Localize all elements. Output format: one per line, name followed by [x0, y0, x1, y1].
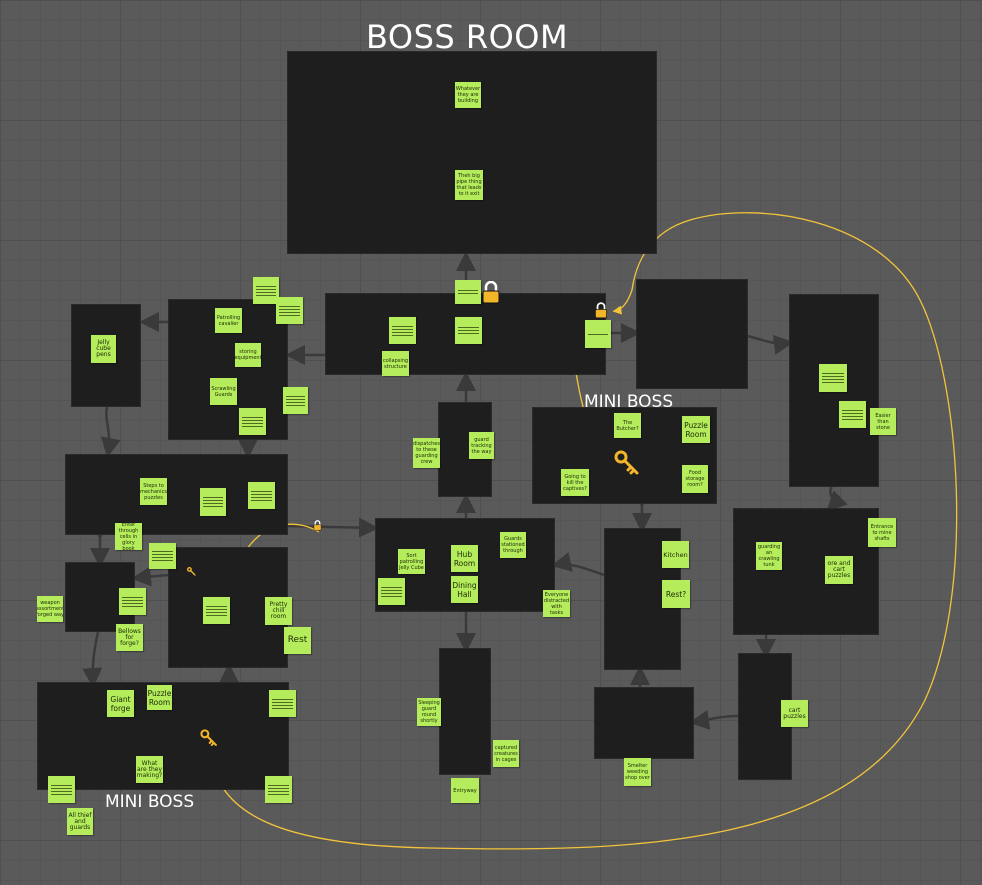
key-icon: [187, 567, 196, 576]
lock-icon: [595, 302, 607, 319]
room-mine-entrance: [734, 509, 878, 634]
sticky-note[interactable]: Puzzle Room: [682, 416, 710, 443]
mini-boss-right-title: MINI BOSS: [584, 392, 674, 412]
lock-icon: [313, 520, 322, 531]
sticky-note[interactable]: collapsing structure: [382, 351, 409, 376]
lined-sticky-note[interactable]: [378, 578, 405, 605]
lined-sticky-note[interactable]: [269, 690, 296, 717]
sticky-note[interactable]: Food storage room?: [682, 465, 708, 493]
sticky-note[interactable]: Hub Room: [451, 545, 478, 572]
lined-sticky-note[interactable]: [203, 597, 230, 624]
lined-sticky-note[interactable]: [239, 408, 266, 435]
sticky-note[interactable]: captured creatures in cages: [493, 740, 519, 767]
lined-sticky-note[interactable]: [200, 488, 226, 516]
lined-sticky-note[interactable]: [248, 482, 275, 509]
sticky-note[interactable]: Whatever they are building: [455, 82, 481, 108]
sticky-note[interactable]: Pretty chill room: [265, 597, 292, 625]
sticky-note[interactable]: Rest: [284, 627, 311, 654]
sticky-note[interactable]: All thief and guards: [67, 808, 93, 835]
lined-sticky-note[interactable]: [119, 588, 146, 615]
sticky-note[interactable]: Sort patrolling Jelly Cube: [398, 549, 425, 574]
lined-sticky-note[interactable]: [389, 317, 416, 344]
lined-sticky-note[interactable]: [276, 297, 303, 324]
lined-sticky-note[interactable]: [283, 387, 308, 414]
key-path-big-loop: [209, 212, 958, 850]
lined-sticky-note[interactable]: [253, 277, 279, 304]
sticky-note[interactable]: Patrolling cavalier: [215, 308, 242, 333]
lined-sticky-note[interactable]: [149, 543, 176, 569]
sticky-note[interactable]: Sleeping guard round shortly: [417, 698, 441, 726]
key-icon: [614, 450, 639, 475]
sticky-note[interactable]: Rest?: [662, 580, 690, 608]
room-right-upper: [637, 280, 747, 388]
sticky-note[interactable]: Bellows for forge?: [116, 624, 143, 651]
arrow-bellows-to-forge: [82, 631, 103, 688]
lined-sticky-note[interactable]: [455, 317, 482, 344]
sticky-note[interactable]: Scrawling Guards: [210, 378, 237, 405]
sticky-note[interactable]: cart puzzles: [781, 700, 808, 727]
sticky-note[interactable]: The Butcher?: [614, 413, 641, 438]
sticky-note[interactable]: Going to kill the captives?: [561, 469, 589, 496]
sticky-note[interactable]: Jelly cube pens: [91, 335, 116, 363]
arrow-rest-to-bellows: [131, 566, 169, 587]
sticky-note[interactable]: Giant forge: [107, 690, 134, 717]
lined-sticky-note[interactable]: [819, 364, 847, 392]
mini-boss-left-title: MINI BOSS: [105, 792, 195, 812]
sticky-note[interactable]: dispatches to these guarding crew: [413, 438, 440, 468]
sticky-note[interactable]: Dining Hall: [451, 576, 478, 603]
lined-sticky-note[interactable]: [585, 320, 611, 348]
sticky-note[interactable]: Puzzle Room: [147, 685, 172, 710]
sticky-note[interactable]: Guards stationed through: [500, 532, 526, 558]
sticky-note[interactable]: Enter through cells in glory book: [115, 523, 142, 550]
lock-icon: [482, 281, 500, 304]
arrow-puzzle-to-hub: [286, 517, 379, 538]
arrow-jelly-down: [100, 406, 121, 458]
sticky-note[interactable]: Kitchen: [662, 541, 689, 568]
sticky-note[interactable]: guarding an crawling tunk: [756, 542, 782, 570]
sticky-note[interactable]: ore and cart puzzles: [825, 556, 853, 584]
arrow-right-to-far: [746, 334, 794, 355]
sticky-note[interactable]: Theh big pipe thing that leads to it exi…: [455, 170, 483, 200]
room-smelter: [595, 688, 693, 758]
sticky-note[interactable]: Easier than stone: [870, 408, 896, 435]
lined-sticky-note[interactable]: [839, 401, 866, 428]
arrow-far-to-mine: [826, 486, 848, 512]
sticky-note[interactable]: Entryway: [451, 778, 479, 803]
sticky-note[interactable]: Everyone distracted with tasks: [543, 590, 570, 617]
lined-sticky-note[interactable]: [265, 776, 292, 803]
sticky-note[interactable]: Steps to mechanics puzzles: [140, 478, 167, 505]
sticky-note[interactable]: What are they making?: [136, 756, 163, 783]
sticky-note[interactable]: Smelter weeding shop over: [624, 758, 651, 786]
sticky-note[interactable]: Entrance to mine shafts: [868, 518, 896, 547]
key-icon: [200, 729, 217, 746]
sticky-note[interactable]: weapon assortment forged way: [37, 596, 63, 622]
sticky-note[interactable]: guard tracking the way: [469, 432, 494, 459]
sticky-note[interactable]: storing equipment: [235, 343, 261, 367]
lined-sticky-note[interactable]: [455, 280, 481, 304]
arrow-cart-to-smelter: [689, 709, 740, 730]
room-entryway: [440, 649, 490, 774]
boss-room-title: BOSS ROOM: [366, 18, 569, 56]
lined-sticky-note[interactable]: [48, 776, 75, 803]
arrow-kitchen-to-hub: [551, 552, 605, 577]
